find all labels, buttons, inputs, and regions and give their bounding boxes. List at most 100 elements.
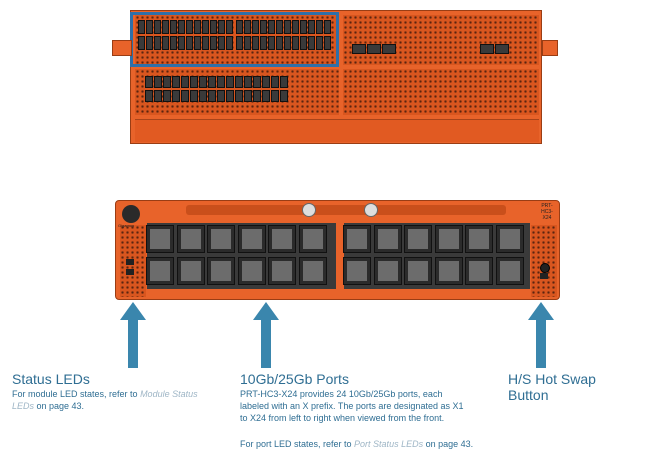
status-leds-title: Status LEDs — [12, 371, 90, 387]
status-led-1 — [126, 259, 134, 265]
sfp-port[interactable] — [343, 225, 371, 253]
chassis-port — [276, 20, 283, 34]
chassis-port — [226, 20, 233, 34]
sfp-port[interactable] — [404, 257, 432, 285]
module-status-leds-link[interactable]: Module Status LEDs — [12, 389, 198, 411]
sfp-port[interactable] — [237, 225, 266, 253]
chassis-port — [480, 44, 494, 54]
chassis-port — [244, 36, 251, 50]
chassis-port — [367, 44, 381, 54]
sfp-port[interactable] — [465, 257, 493, 285]
chassis-port — [218, 20, 225, 34]
chassis-port — [190, 90, 198, 102]
chassis-port — [202, 36, 209, 50]
chassis-port — [217, 76, 225, 88]
port-status-leds-link[interactable]: Port Status LEDs — [354, 439, 424, 449]
chassis-port — [226, 36, 233, 50]
chassis-port — [308, 36, 315, 50]
chassis-port — [178, 36, 185, 50]
arrow-hot-swap-icon — [528, 302, 554, 320]
chassis-port — [324, 36, 331, 50]
arrow-status-leds-shaft — [128, 319, 138, 368]
sfp-port[interactable] — [495, 225, 524, 253]
chassis-port — [217, 90, 225, 102]
hot-swap-title-line-2: Button — [508, 387, 549, 403]
chassis-port — [194, 36, 201, 50]
chassis-port — [208, 76, 216, 88]
chassis-port — [208, 90, 216, 102]
module-right-vent — [531, 225, 557, 297]
chassis-port — [210, 36, 217, 50]
model-label-line-1: PRT- — [541, 203, 553, 209]
chassis-port — [244, 90, 252, 102]
arrow-status-leds-icon — [120, 302, 146, 320]
chassis-port — [146, 36, 153, 50]
chassis-port — [284, 20, 291, 34]
chassis-mounting-ear-right — [542, 40, 558, 56]
model-label: PRT- HC3- X24 — [536, 203, 558, 221]
chassis-port — [236, 20, 243, 34]
chassis-port — [292, 36, 299, 50]
chassis-port — [262, 76, 270, 88]
thumbscrew-right-icon — [364, 203, 378, 217]
sfp-port[interactable] — [237, 257, 266, 285]
chassis-port — [202, 20, 209, 34]
chassis-port — [210, 20, 217, 34]
ports-led-text-before: For port LED states, refer to — [240, 439, 355, 449]
chassis-port — [284, 36, 291, 50]
chassis-port — [253, 90, 261, 102]
chassis-port — [226, 76, 234, 88]
module-top-rail — [186, 205, 506, 215]
chassis-port — [154, 76, 162, 88]
chassis-port — [252, 20, 259, 34]
chassis-port — [271, 76, 279, 88]
chassis-port — [260, 20, 267, 34]
sfp-port[interactable] — [434, 225, 463, 253]
thumbscrew-left-icon — [302, 203, 316, 217]
chassis-port — [162, 20, 169, 34]
chassis-front-view — [130, 10, 542, 144]
sfp-port[interactable] — [207, 257, 235, 285]
hot-swap-button[interactable] — [540, 263, 550, 273]
sfp-port[interactable] — [373, 257, 402, 285]
sfp-port[interactable] — [298, 257, 327, 285]
sfp-port[interactable] — [343, 257, 371, 285]
chassis-port — [352, 44, 366, 54]
sfp-port[interactable] — [298, 225, 327, 253]
chassis-port — [308, 20, 315, 34]
sfp-port[interactable] — [176, 257, 205, 285]
sfp-port[interactable] — [495, 257, 524, 285]
sfp-port[interactable] — [268, 257, 296, 285]
sfp-port[interactable] — [268, 225, 296, 253]
chassis-port — [495, 44, 509, 54]
sfp-port[interactable] — [434, 257, 463, 285]
arrow-ports-icon — [253, 302, 279, 320]
chassis-port — [280, 90, 288, 102]
chassis-port — [145, 76, 153, 88]
chassis-port — [178, 20, 185, 34]
chassis-port — [235, 76, 243, 88]
sfp-port[interactable] — [465, 225, 493, 253]
sfp-port[interactable] — [176, 225, 205, 253]
chassis-port — [186, 36, 193, 50]
chassis-port — [172, 76, 180, 88]
chassis-port — [260, 36, 267, 50]
ports-description: PRT-HC3-X24 provides 24 10Gb/25Gb ports,… — [240, 389, 464, 423]
chassis-port — [252, 36, 259, 50]
chassis-port — [170, 20, 177, 34]
sfp-port[interactable] — [207, 225, 235, 253]
sfp-port[interactable] — [373, 225, 402, 253]
ports-led-reference: For port LED states, refer to Port Statu… — [240, 438, 490, 450]
chassis-port — [138, 20, 145, 34]
chassis-port — [172, 90, 180, 102]
sfp-port[interactable] — [404, 225, 432, 253]
chassis-port — [280, 76, 288, 88]
status-leds-description: For module LED states, refer to Module S… — [12, 388, 212, 412]
chassis-port — [236, 36, 243, 50]
chassis-port — [268, 20, 275, 34]
chassis-port — [138, 36, 145, 50]
sfp-port[interactable] — [146, 257, 174, 285]
chassis-port — [268, 36, 275, 50]
vendor-logo — [122, 205, 140, 223]
sfp-port[interactable] — [146, 225, 174, 253]
